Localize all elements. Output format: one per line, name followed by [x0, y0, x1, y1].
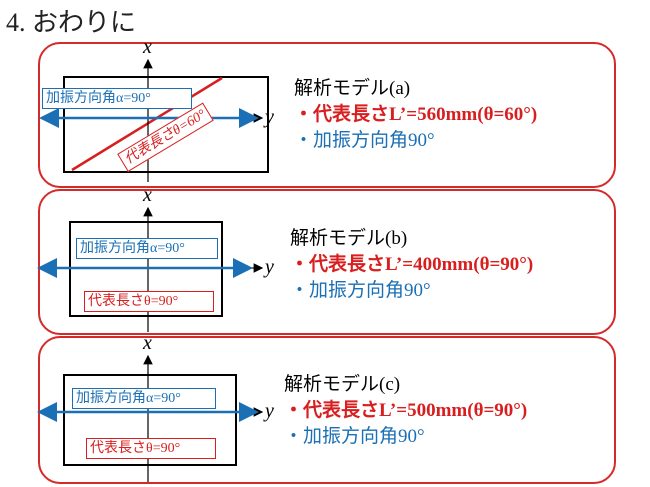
representative-length: ・代表長さL’=560mm(θ=60°) — [294, 104, 538, 125]
direction-angle-box-a: 加振方向角α=90° — [42, 88, 192, 109]
length-box-c: 代表長さθ=90° — [86, 438, 216, 459]
representative-length: ・代表長さL’=500mm(θ=90°) — [284, 400, 528, 421]
model-name: 解析モデル(a) — [294, 78, 411, 99]
y-axis-label-a: y — [265, 106, 274, 128]
x-axis-label-b: x — [143, 184, 152, 206]
excitation-direction: ・加振方向角90° — [284, 426, 425, 447]
slide-title: 4. おわりに — [6, 8, 137, 37]
excitation-direction: ・加振方向角90° — [294, 130, 435, 151]
model-info-c: 解析モデル(c) ・代表長さL’=500mm(θ=90°) ・加振方向角90° — [284, 372, 527, 450]
x-axis-label-a: x — [143, 36, 152, 58]
direction-angle-box-b: 加振方向角α=90° — [76, 238, 218, 259]
excitation-direction: ・加振方向角90° — [290, 280, 431, 301]
model-name: 解析モデル(c) — [284, 374, 401, 395]
direction-angle-box-c: 加振方向角α=90° — [72, 388, 216, 409]
model-info-a: 解析モデル(a) ・代表長さL’=560mm(θ=60°) ・加振方向角90° — [294, 76, 537, 154]
y-axis-label-b: y — [265, 256, 274, 278]
length-box-b: 代表長さθ=90° — [84, 291, 214, 312]
representative-length: ・代表長さL’=400mm(θ=90°) — [290, 254, 534, 275]
x-axis-label-c: x — [143, 332, 152, 354]
model-info-b: 解析モデル(b) ・代表長さL’=400mm(θ=90°) ・加振方向角90° — [290, 226, 533, 304]
model-name: 解析モデル(b) — [290, 228, 408, 249]
y-axis-label-c: y — [265, 400, 274, 422]
